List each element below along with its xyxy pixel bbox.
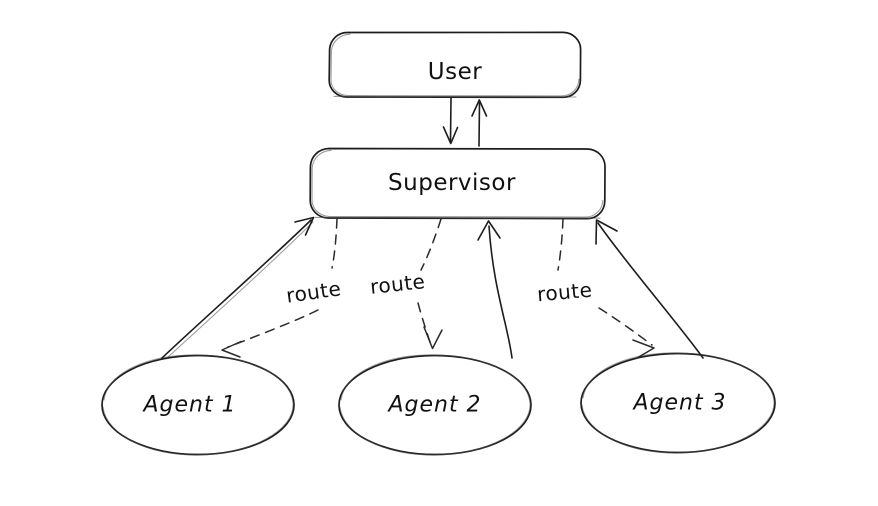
- agent2-to-supervisor-line: [488, 225, 513, 359]
- supervisor-to-agent3-arrowhead: [632, 339, 655, 359]
- edge-agent3-to-supervisor: [595, 219, 704, 359]
- supervisor-box-outline: [309, 147, 606, 220]
- supervisor-to-agent1-line: [331, 218, 338, 269]
- supervisor-to-user-line: [478, 102, 481, 147]
- agent3-ellipse-sketch-overlay: [581, 352, 775, 454]
- edge-supervisor-to-agent1: [221, 218, 338, 358]
- user-box-sketch-bottom: [333, 95, 577, 98]
- agent3-to-supervisor-line: [597, 222, 704, 359]
- node-supervisor[interactable]: [309, 147, 606, 220]
- edge-agent1-to-supervisor: [161, 216, 315, 360]
- user-to-supervisor-arrowhead: [442, 126, 459, 145]
- user-to-supervisor-line: [449, 97, 452, 142]
- supervisor-to-agent3-line-lower: [598, 307, 653, 346]
- edge-supervisor-to-user: [471, 99, 488, 147]
- agent2-to-supervisor-arrowhead: [477, 220, 501, 241]
- agent3-to-supervisor-arrowhead: [595, 219, 618, 245]
- supervisor-to-user-arrowhead: [471, 99, 488, 117]
- supervisor-to-agent1-arrowhead: [221, 340, 242, 358]
- edge-supervisor-to-agent3: [557, 218, 655, 359]
- agent1-ellipse-sketch-overlay: [102, 354, 294, 456]
- edge-user-to-supervisor: [442, 97, 459, 145]
- user-box-sketch-overlay: [330, 33, 580, 97]
- supervisor-to-agent2-line: [420, 218, 442, 271]
- node-agent2[interactable]: [338, 354, 532, 456]
- supervisor-to-agent3-line: [557, 218, 564, 271]
- agent2-ellipse-sketch-overlay: [339, 354, 531, 456]
- supervisor-box-sketch-overlay: [311, 149, 604, 218]
- agent1-to-supervisor-line: [161, 219, 312, 359]
- node-user[interactable]: [328, 31, 582, 99]
- supervisor-box-sketch-bottom: [314, 216, 601, 219]
- edge-supervisor-to-agent2: [417, 218, 443, 350]
- agent1-to-supervisor-line-ghost: [165, 221, 314, 360]
- node-agent3[interactable]: [580, 352, 776, 454]
- supervisor-to-agent2-arrowhead: [423, 326, 443, 350]
- agent1-to-supervisor-arrowhead: [294, 216, 315, 236]
- edge-agent2-to-supervisor: [477, 220, 513, 359]
- node-agent1[interactable]: [101, 354, 295, 456]
- user-box-outline: [328, 31, 582, 99]
